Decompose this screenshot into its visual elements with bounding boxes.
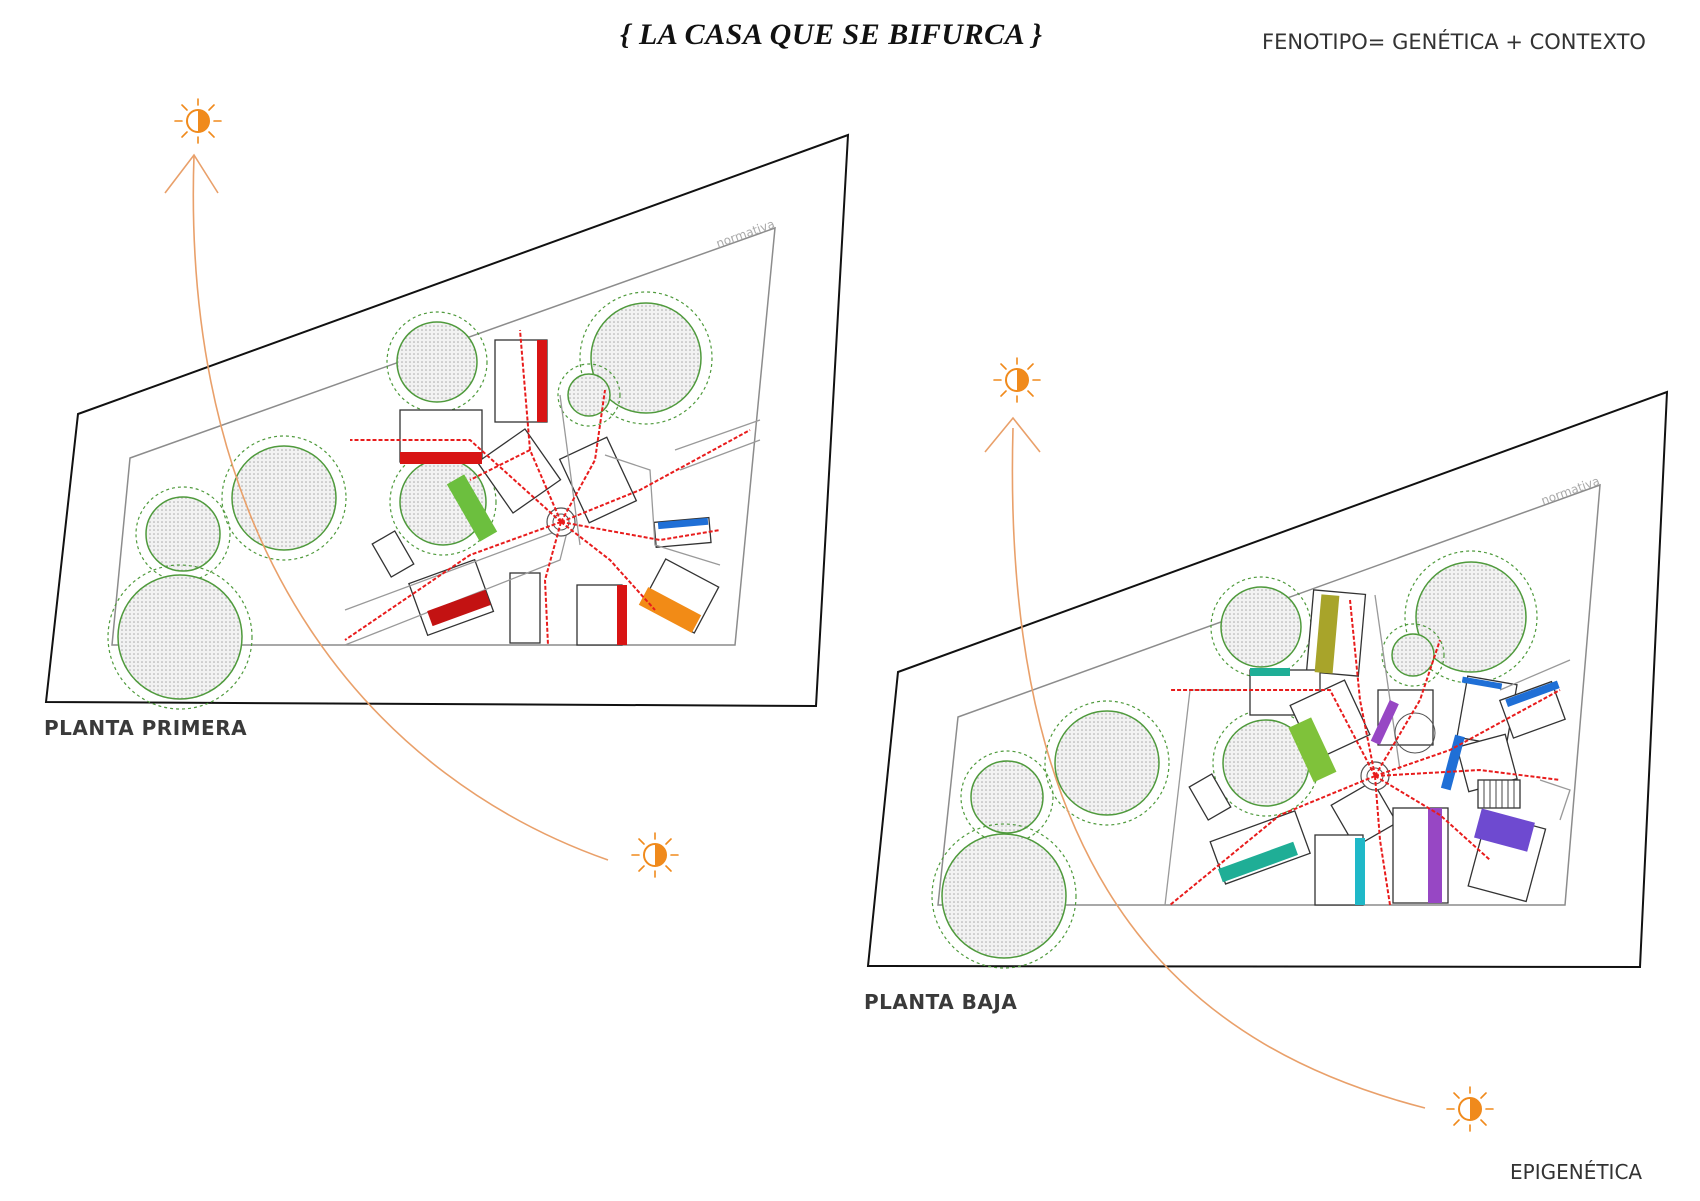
room-band-red <box>427 589 491 627</box>
tree <box>1044 700 1170 826</box>
site-outline <box>866 390 1669 969</box>
setback-line <box>937 483 1601 906</box>
sun-icon <box>1446 1086 1494 1132</box>
trees <box>107 291 713 710</box>
plan-label-ground-floor: PLANTA BAJA <box>864 990 1018 1014</box>
room-band-purple <box>1370 699 1399 745</box>
formula-caption: FENOTIPO= GENÉTICA + CONTEXTO <box>1262 30 1646 54</box>
setback-line <box>111 226 776 646</box>
sun-icon <box>631 832 679 878</box>
room-band-olive <box>1314 594 1340 674</box>
corridor <box>344 394 761 646</box>
module <box>1330 780 1398 848</box>
room-bands <box>400 340 709 645</box>
stair <box>1477 779 1521 809</box>
room-band-orange <box>638 587 702 633</box>
room-band-lime <box>1288 717 1337 783</box>
footer-note: EPIGENÉTICA <box>1510 1160 1643 1184</box>
room-band-teal <box>1250 668 1290 676</box>
plan-first-floor: normativa <box>44 133 850 710</box>
stair-treads <box>1483 780 1515 808</box>
room-band-teal <box>1218 841 1298 883</box>
module <box>476 428 562 514</box>
circulation-lines <box>344 329 751 646</box>
setback-label: normativa <box>1539 474 1601 508</box>
room-band-blue <box>1440 734 1465 791</box>
room-bands <box>1218 594 1560 905</box>
room-band-cyan <box>1355 838 1365 905</box>
tree <box>135 486 231 582</box>
module <box>576 584 623 646</box>
sun-icon <box>174 98 222 144</box>
site-outline <box>44 133 850 708</box>
room-band-red <box>617 585 627 645</box>
module <box>558 436 638 524</box>
setback-label: normativa <box>714 217 776 251</box>
tree <box>931 823 1077 969</box>
room-band-red <box>400 452 482 464</box>
tree <box>557 363 621 427</box>
sun-icon <box>993 357 1041 403</box>
tree <box>1210 576 1312 678</box>
tree <box>1381 623 1445 687</box>
tree <box>960 750 1054 844</box>
room-band-blue <box>657 517 709 530</box>
plan-label-first-floor: PLANTA PRIMERA <box>44 716 248 740</box>
tree <box>221 435 347 561</box>
room-band-green <box>446 474 498 542</box>
tree <box>386 311 488 413</box>
room-band-red <box>537 340 547 422</box>
module <box>509 572 541 644</box>
tree <box>579 291 713 425</box>
room-band-blue <box>1505 680 1560 707</box>
sun-path-arrow <box>984 416 1426 1109</box>
tree <box>107 564 253 710</box>
plan-ground-floor: normativa <box>866 390 1669 969</box>
page-title: { LA CASA QUE SE BIFURCA } <box>620 18 1043 51</box>
room-band-blue <box>1461 676 1503 690</box>
circulation-lines <box>1169 599 1561 906</box>
module <box>371 530 415 578</box>
sun-path-arrow <box>164 153 609 861</box>
module <box>1188 773 1232 821</box>
room-band-purple <box>1428 808 1442 903</box>
trees <box>931 550 1538 969</box>
room-band-violet <box>1474 808 1535 852</box>
